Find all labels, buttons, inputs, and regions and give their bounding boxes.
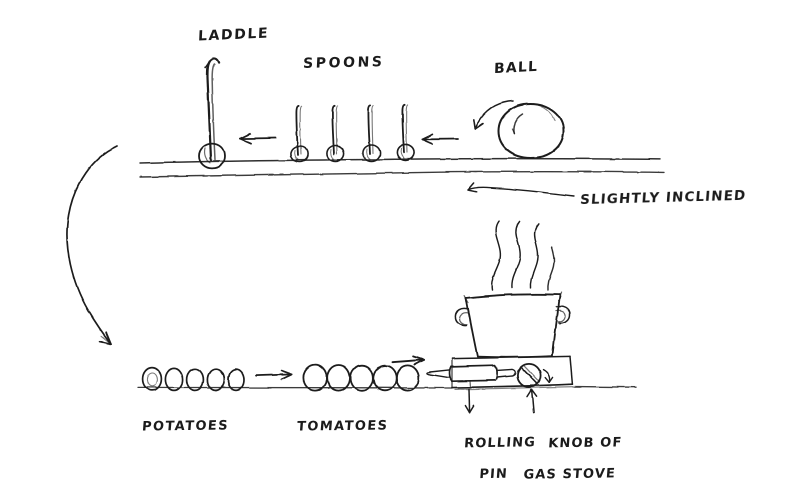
gas-stove-knob[interactable] (516, 362, 542, 388)
ball-icon (497, 103, 565, 159)
label-knob-line2: GAS STOVE (522, 466, 617, 483)
ladle-icon (198, 57, 226, 170)
upper-shelf (139, 157, 665, 178)
knob-rotation-arrow (542, 368, 554, 384)
label-tomatoes: TOMATOES (296, 418, 389, 435)
spoon-1 (290, 105, 309, 163)
flow-arrow (66, 145, 118, 345)
arrow-left-ball-to-spoons (421, 133, 459, 145)
ball-direction-arrow (473, 100, 514, 130)
label-knob-of-gas-stove: KNOB OF GAS STOVE (521, 420, 624, 503)
gas-stove-icon (451, 355, 576, 390)
label-spoons: SPOONS (302, 54, 385, 72)
knob-callout-arrow (526, 388, 538, 414)
label-potatoes: POTATOES (141, 418, 230, 435)
label-knob-line1: KNOB OF (547, 435, 623, 452)
potato-group (141, 366, 245, 392)
rolling-pin-callout-arrow (464, 388, 475, 414)
steam-icon (490, 220, 555, 291)
arrow-right-tomatoes (391, 355, 425, 366)
lower-shelf (137, 385, 637, 389)
spoon-2 (326, 104, 345, 163)
tomato-group (302, 363, 420, 392)
pot-icon (454, 292, 571, 358)
arrow-right-potatoes (255, 369, 293, 381)
spoon-group (290, 103, 415, 163)
label-rolling-pin-line2: PIN (478, 466, 509, 483)
spoon-3 (362, 104, 381, 162)
rolling-pin-icon (426, 364, 516, 387)
label-ladle: LADDLE (197, 25, 270, 45)
slightly-inclined-callout (466, 182, 575, 197)
arrow-left-spoons-to-ladle (239, 132, 277, 145)
label-ball: BALL (493, 58, 539, 78)
spoon-4 (396, 103, 415, 162)
